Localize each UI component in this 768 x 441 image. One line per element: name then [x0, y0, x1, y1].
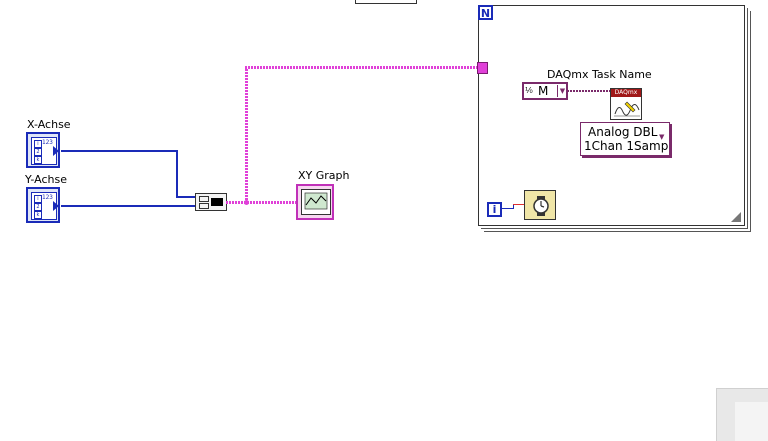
bundle-icon	[211, 198, 223, 206]
poly-line-2: 1Chan 1Samp	[584, 139, 669, 153]
cluster-wire[interactable]	[226, 201, 296, 204]
dropdown-arrow-icon[interactable]: ▼	[557, 85, 567, 97]
xy-graph-terminal[interactable]	[296, 184, 334, 220]
iteration-wire[interactable]	[502, 208, 514, 209]
iteration-wire[interactable]	[513, 204, 514, 209]
loop-tunnel[interactable]	[477, 62, 488, 74]
x-axis-wire[interactable]	[61, 150, 178, 152]
daqmx-write-vi[interactable]: DAQmx	[610, 88, 642, 120]
poly-line-1: Analog DBL	[588, 125, 658, 139]
loop-count-terminal[interactable]: N	[478, 5, 493, 20]
y-axis-array-terminal[interactable]: i 2 k 123	[26, 187, 60, 223]
xy-graph-label: XY Graph	[298, 169, 350, 182]
numeric-type-label: 123	[42, 194, 53, 201]
io-glyph-icon: ⅟₀	[525, 86, 533, 95]
wire-junction-dot	[244, 200, 249, 205]
x-axis-label: X-Achse	[27, 118, 71, 131]
output-arrow-icon	[53, 146, 59, 156]
daqmx-task-label: DAQmx Task Name	[547, 68, 652, 81]
bundle-node[interactable]	[195, 193, 227, 211]
y-axis-label: Y-Achse	[25, 173, 67, 186]
task-name-constant[interactable]: ⅟₀ M ▼	[522, 82, 568, 100]
iteration-wire[interactable]	[513, 204, 524, 205]
resize-corner-icon[interactable]	[731, 212, 741, 222]
dropdown-arrow-icon[interactable]: ▼	[659, 133, 665, 141]
numeric-type-label: 123	[42, 139, 53, 146]
scroll-corner-inner	[735, 402, 768, 441]
bundle-input-1	[199, 196, 209, 202]
polymorphic-selector[interactable]: Analog DBL 1Chan 1Samp ▼	[580, 122, 670, 156]
bundle-input-2	[199, 203, 209, 209]
output-arrow-icon	[53, 201, 59, 211]
daqmx-header: DAQmx	[611, 89, 641, 97]
task-wire[interactable]	[567, 90, 611, 92]
wait-timer-node[interactable]	[524, 190, 556, 220]
cluster-wire[interactable]	[245, 66, 479, 69]
graph-icon	[301, 189, 331, 215]
x-axis-wire[interactable]	[176, 150, 178, 198]
array-index-display: i 2 k 123	[31, 137, 57, 165]
iteration-terminal[interactable]: i	[487, 202, 502, 217]
stopwatch-icon	[533, 196, 549, 216]
cluster-wire[interactable]	[245, 66, 248, 204]
cutoff-node[interactable]	[355, 0, 417, 4]
x-axis-array-terminal[interactable]: i 2 k 123	[26, 132, 60, 168]
x-axis-wire[interactable]	[176, 196, 197, 198]
task-name-value: M	[538, 84, 549, 98]
array-index-display: i 2 k 123	[31, 192, 57, 220]
y-axis-wire[interactable]	[61, 205, 197, 207]
write-pencil-icon	[614, 101, 640, 117]
